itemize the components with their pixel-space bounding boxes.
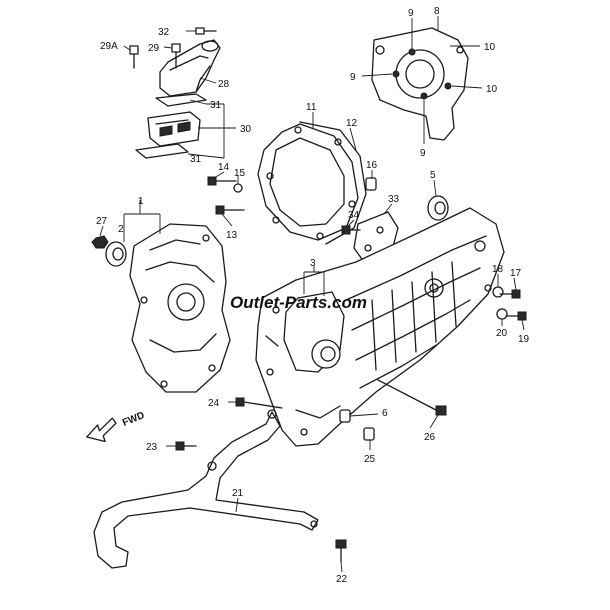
bolt-26 bbox=[377, 379, 447, 416]
callout-27: 27 bbox=[96, 216, 108, 227]
callout-19: 19 bbox=[518, 334, 530, 345]
callout-10-bottom: 10 bbox=[486, 84, 498, 95]
dowel-16 bbox=[365, 177, 377, 191]
callout-20: 20 bbox=[496, 328, 508, 339]
callout-22: 22 bbox=[336, 574, 348, 585]
callout-15: 15 bbox=[234, 168, 246, 179]
bolt-19 bbox=[505, 311, 527, 321]
bolt-22 bbox=[335, 539, 347, 563]
crankcase-left-1 bbox=[129, 223, 231, 393]
callout-5: 5 bbox=[430, 170, 436, 181]
callout-6: 6 bbox=[382, 408, 388, 419]
bolt-14 bbox=[207, 176, 237, 186]
bolt-13 bbox=[215, 205, 245, 215]
callout-18: 18 bbox=[492, 264, 504, 275]
washer-20 bbox=[496, 308, 508, 320]
callout-9-left: 9 bbox=[350, 72, 356, 83]
bolt-34 bbox=[341, 225, 361, 235]
callout-14: 14 bbox=[218, 162, 230, 173]
watermark-text: Outlet-Parts.com bbox=[230, 293, 367, 312]
fwd-label: FWD bbox=[121, 410, 146, 429]
callout-16: 16 bbox=[366, 160, 378, 171]
callout-labels: 1 2 3 5 6 8 9 9 9 10 10 11 12 13 14 15 1… bbox=[96, 6, 530, 585]
cover-11 bbox=[257, 123, 359, 241]
callout-2: 2 bbox=[118, 224, 124, 235]
bushing-5 bbox=[427, 195, 449, 221]
callout-23: 23 bbox=[146, 442, 158, 453]
callout-12: 12 bbox=[346, 118, 358, 129]
callout-29a: 29A bbox=[100, 41, 118, 52]
callout-13: 13 bbox=[226, 230, 238, 241]
callout-26: 26 bbox=[424, 432, 436, 443]
callout-3: 3 bbox=[310, 258, 316, 269]
pump-cover-8 bbox=[371, 27, 469, 141]
callout-1: 1 bbox=[138, 196, 144, 207]
callout-8: 8 bbox=[434, 6, 440, 17]
callout-25: 25 bbox=[364, 454, 376, 465]
gasket-31-top bbox=[155, 93, 207, 107]
dowel-25 bbox=[363, 427, 375, 441]
callout-31-top: 31 bbox=[210, 100, 222, 111]
callout-29: 29 bbox=[148, 43, 160, 54]
fwd-arrow-icon bbox=[86, 417, 117, 443]
reed-valve-30 bbox=[147, 111, 201, 147]
washer-18 bbox=[492, 286, 504, 298]
callout-32: 32 bbox=[158, 27, 170, 38]
callout-9-top: 9 bbox=[408, 8, 414, 19]
callout-33: 33 bbox=[388, 194, 400, 205]
crankcase-main-3 bbox=[255, 207, 505, 447]
callout-10-top: 10 bbox=[484, 42, 496, 53]
bushing-2 bbox=[105, 241, 127, 267]
callout-31-bottom: 31 bbox=[190, 154, 202, 165]
nut-27 bbox=[91, 235, 109, 249]
callout-17: 17 bbox=[510, 268, 522, 279]
stand-21 bbox=[93, 409, 319, 569]
dowel-6 bbox=[339, 409, 351, 423]
screw-32 bbox=[195, 27, 217, 35]
bolt-23 bbox=[175, 441, 197, 451]
callout-11: 11 bbox=[306, 102, 317, 113]
callout-21: 21 bbox=[232, 488, 244, 499]
callout-9-bottom: 9 bbox=[420, 148, 426, 159]
callout-30: 30 bbox=[240, 124, 252, 135]
callout-28: 28 bbox=[218, 79, 230, 90]
bolt-29a bbox=[129, 45, 139, 69]
gasket-31-bottom bbox=[135, 143, 189, 159]
callout-24: 24 bbox=[208, 398, 220, 409]
washer-15 bbox=[233, 183, 243, 193]
intake-pipe-28 bbox=[159, 39, 221, 97]
callout-34: 34 bbox=[348, 210, 360, 221]
